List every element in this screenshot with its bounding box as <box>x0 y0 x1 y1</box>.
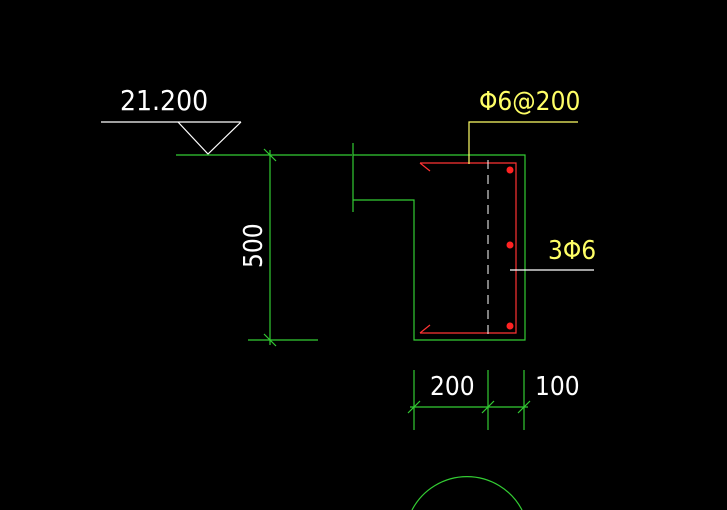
width-dimension-label: 200 <box>430 372 475 402</box>
width-tick-left <box>407 400 421 414</box>
rebar-dot-bottom <box>506 322 514 330</box>
stirrup-leader-line <box>468 121 578 164</box>
height-dimension: 500 <box>239 148 318 347</box>
bottom-arc <box>411 476 523 510</box>
width-tick-middle <box>481 400 495 414</box>
height-dimension-label: 500 <box>239 223 269 268</box>
stirrup-annotation: Φ6@200 <box>468 87 580 164</box>
width-tick-right <box>517 400 531 414</box>
stirrup-outline <box>420 162 517 334</box>
longitudinal-rebars <box>506 166 514 330</box>
longitudinal-annotation: 3Φ6 <box>510 236 596 271</box>
section-outline <box>352 143 526 341</box>
stirrup-hook-bottom <box>419 324 431 334</box>
cover-dimension-label: 100 <box>535 372 580 402</box>
rebar-dot-top <box>506 166 514 174</box>
stirrup-hook-top <box>419 162 431 172</box>
elevation-triangle <box>177 121 242 155</box>
elevation-value: 21.200 <box>120 84 208 117</box>
elevation-marker: 21.200 <box>101 84 242 155</box>
rebar-dot-middle <box>506 241 514 249</box>
stirrup <box>419 162 517 334</box>
height-tick-bottom <box>263 333 277 347</box>
longitudinal-label: 3Φ6 <box>548 236 596 266</box>
section-body-outline <box>353 154 526 341</box>
width-dimensions: 200 100 <box>407 370 580 430</box>
stirrup-label: Φ6@200 <box>479 87 580 117</box>
height-tick-top <box>263 148 277 162</box>
